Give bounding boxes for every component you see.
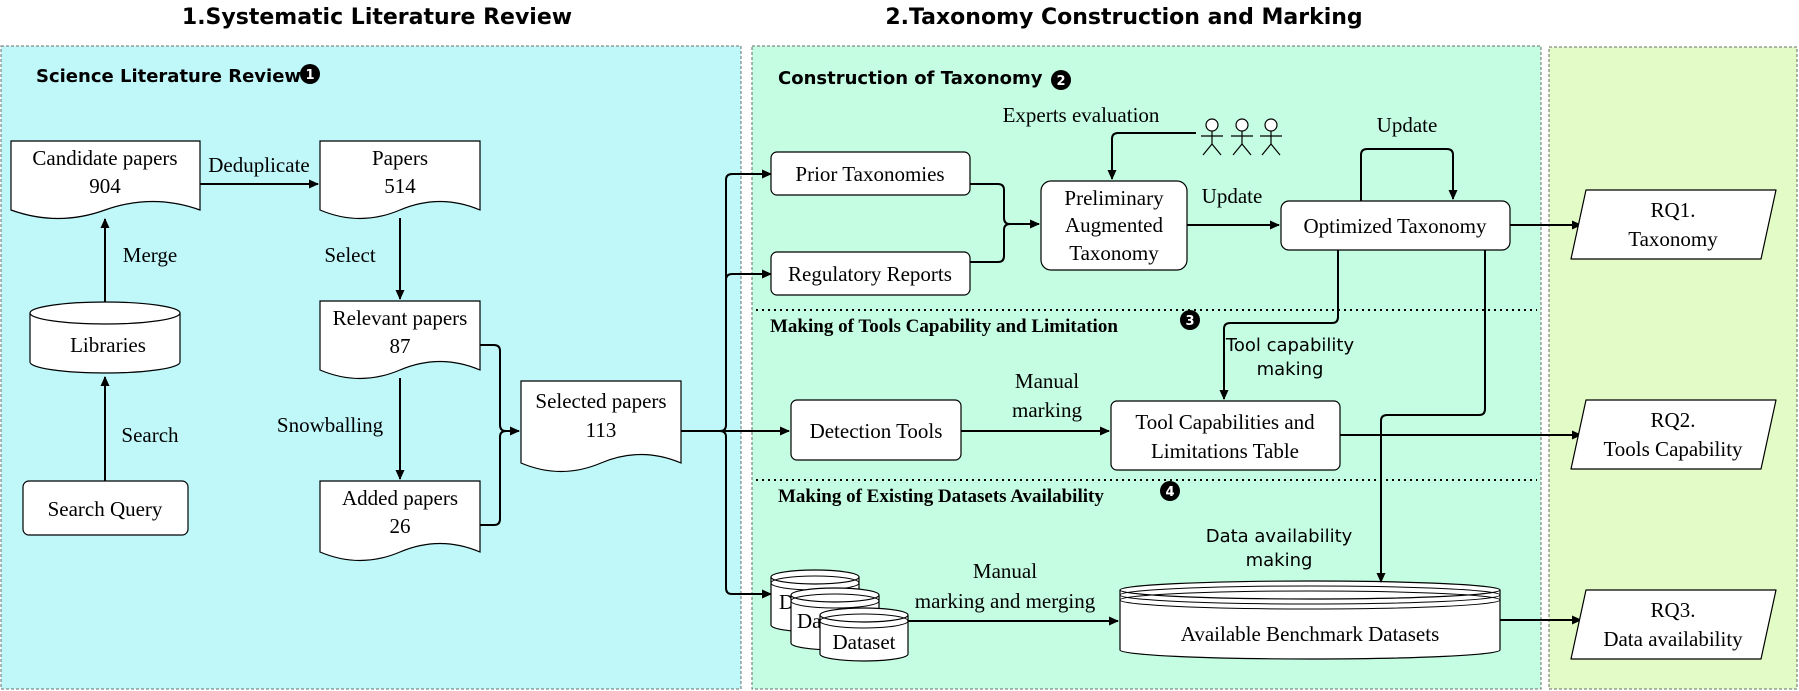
experts-evaluation-label: Experts evaluation (1003, 103, 1160, 127)
edge-to-dataset (719, 430, 772, 599)
rq2-line1: RQ2. (1651, 408, 1696, 432)
badge-2 (1051, 70, 1071, 90)
detection-tools-label: Detection Tools (810, 419, 943, 443)
dataset-cylinder-middle-top (790, 587, 880, 603)
edge-select-label: Select (324, 243, 375, 267)
added-papers-node (319, 480, 481, 562)
added-papers-count: 26 (390, 514, 411, 538)
edge-manual-merging-line2: marking and merging (915, 589, 1096, 613)
optimized-taxonomy-label: Optimized Taxonomy (1303, 214, 1487, 238)
tool-table-line1: Tool Capabilities and (1135, 410, 1315, 434)
candidate-papers-node (10, 140, 201, 220)
dataset-cylinder-front (819, 615, 909, 662)
badge-4-label: 4 (1165, 485, 1174, 500)
preliminary-line2: Augmented (1065, 213, 1163, 237)
papers-node (319, 140, 481, 220)
relevant-papers-count: 87 (390, 334, 411, 358)
benchmark-datasets-node (1119, 590, 1501, 660)
candidate-papers-label: Candidate papers (32, 146, 177, 170)
edge-snowballing-label: Snowballing (277, 413, 384, 437)
rq3-line2: Data availability (1603, 627, 1743, 651)
badge-1-label: 1 (305, 68, 314, 83)
edge-update-top-label: Update (1377, 113, 1438, 137)
badge-3 (1180, 310, 1200, 330)
output-panel (1548, 46, 1798, 690)
prior-taxonomies-label: Prior Taxonomies (795, 162, 944, 186)
preliminary-line1: Preliminary (1064, 186, 1164, 210)
rq2-node (1570, 399, 1777, 470)
libraries-label: Libraries (70, 333, 146, 357)
dataset-cylinder-back-top (770, 569, 860, 585)
benchmark-datasets-label: Available Benchmark Datasets (1181, 622, 1440, 646)
edge-added-to-selected (480, 430, 507, 526)
edge-tool-capability (1219, 250, 1339, 400)
selected-papers-label: Selected papers (535, 389, 666, 413)
edge-data-availability-line1: Data availability (1206, 526, 1353, 547)
selected-papers-count: 113 (586, 418, 617, 442)
benchmark-datasets-ring2 (1119, 590, 1501, 610)
candidate-papers-count: 904 (89, 174, 121, 198)
edge-data-availability (1376, 250, 1486, 583)
rq1-line1: RQ1. (1651, 198, 1696, 222)
regulatory-reports-label: Regulatory Reports (788, 262, 952, 286)
dataset-label: Dataset (833, 630, 896, 654)
rq1-line2: Taxonomy (1628, 227, 1718, 251)
dataset-back1-label: D (779, 590, 794, 614)
libraries-node-top (29, 301, 181, 325)
relevant-papers-node (319, 300, 481, 380)
papers-label: Papers (372, 146, 428, 170)
rq1-node (1570, 189, 1777, 260)
rq3-line1: RQ3. (1651, 598, 1696, 622)
edge-search-label: Search (121, 423, 179, 447)
search-query-label: Search Query (48, 497, 163, 521)
badge-3-label: 3 (1185, 314, 1194, 329)
edge-manual-marking-line1: Manual (1015, 369, 1079, 393)
edge-data-availability-line2: making (1246, 550, 1313, 571)
edge-deduplicate-label: Deduplicate (208, 153, 309, 177)
slr-section-title: Science Literature Review (36, 66, 301, 87)
construction-section-title: Construction of Taxonomy (778, 68, 1043, 89)
badge-1 (300, 64, 320, 84)
regulatory-reports-node (770, 251, 971, 296)
dataset-cylinder-middle-ring (790, 593, 880, 609)
benchmark-datasets-top (1119, 580, 1501, 600)
edge-manual-merging-line1: Manual (973, 559, 1037, 583)
dataset-stack: D Da Dataset (770, 569, 909, 662)
relevant-papers-label: Relevant papers (333, 306, 468, 330)
systematic-heading: 1.Systematic Literature Review (182, 5, 572, 30)
datasets-section-title: Making of Existing Datasets Availability (778, 486, 1104, 507)
tool-table-line2: Limitations Table (1151, 439, 1299, 463)
edge-regulatory-to-preliminary (970, 223, 1011, 263)
benchmark-datasets-ring1 (1119, 585, 1501, 605)
dataset-back2-label: Da (797, 609, 822, 633)
preliminary-line3: Taxonomy (1069, 241, 1159, 265)
libraries-node (29, 313, 181, 374)
rq2-line2: Tools Capability (1603, 437, 1743, 461)
tools-section-title: Making of Tools Capability and Limitatio… (770, 316, 1118, 337)
rq3-node (1570, 589, 1777, 660)
papers-count: 514 (384, 174, 416, 198)
edge-tool-capability-line2: making (1257, 359, 1324, 380)
edge-manual-marking-line2: marking (1012, 398, 1082, 422)
badge-4 (1160, 481, 1180, 501)
dataset-cylinder-front-top (819, 607, 909, 623)
prior-taxonomies-node (770, 151, 971, 196)
selected-papers-node (520, 380, 682, 473)
edge-update-loop (1360, 148, 1458, 201)
edge-experts (1107, 132, 1196, 180)
edge-merge-label: Merge (123, 243, 177, 267)
badge-2-label: 2 (1056, 74, 1065, 89)
edge-update-mid-label: Update (1202, 184, 1263, 208)
added-papers-label: Added papers (342, 486, 458, 510)
edge-to-regulatory (725, 269, 772, 281)
edge-tool-capability-line1: Tool capability (1225, 335, 1355, 356)
taxonomy-heading: 2.Taxonomy Construction and Marking (885, 5, 1362, 30)
experts-icon (1201, 118, 1282, 156)
